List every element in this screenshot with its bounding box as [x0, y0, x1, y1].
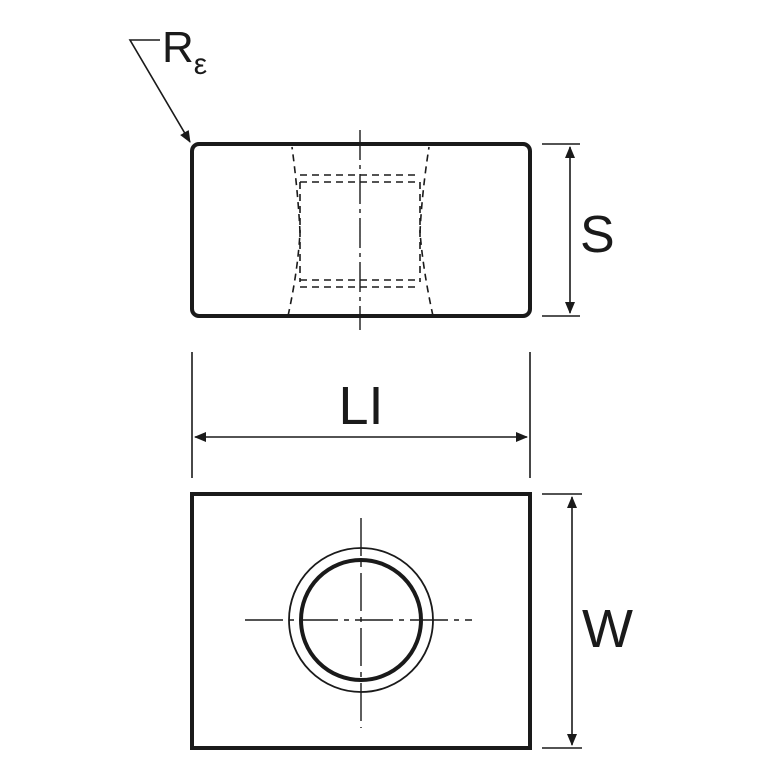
side-view-outline: [190, 142, 532, 318]
plan-view-outline: [190, 492, 532, 750]
thickness-label: S: [580, 206, 615, 264]
length-label: LI: [338, 376, 383, 436]
dimension-w: [542, 493, 582, 749]
radius-label: Rε: [162, 23, 207, 81]
side-view: [190, 130, 532, 330]
dimension-li: [191, 352, 531, 478]
width-label: W: [582, 599, 633, 659]
plan-view: [190, 492, 532, 750]
radius-subscript: ε: [194, 48, 207, 81]
dimension-s: [542, 143, 580, 317]
radius-leader: [128, 39, 191, 143]
